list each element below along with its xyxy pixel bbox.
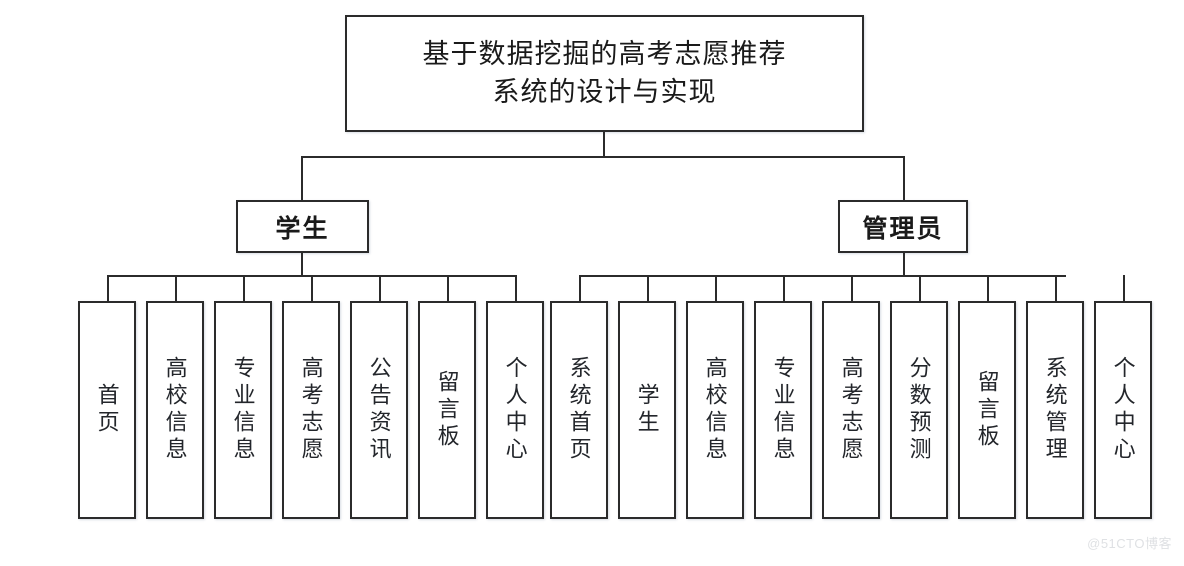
connector-leg-student-3 [243, 275, 245, 302]
leaf-node-student-1-label: 首页 [94, 383, 120, 437]
role-node-student-label: 学生 [275, 215, 330, 243]
connector-leg-admin-2 [647, 275, 649, 302]
leaf-node-student-4-label: 高考志愿 [298, 356, 324, 464]
leaf-node-admin-2-label: 学生 [634, 383, 660, 437]
connector-leg-student-7 [515, 275, 517, 302]
connector-leg-admin-9 [1123, 275, 1125, 302]
leaf-node-admin-1-label: 系统首页 [566, 356, 592, 464]
leaf-node-student-6: 留言板 [418, 301, 476, 519]
connector-leg-admin-7 [987, 275, 989, 302]
role-node-student: 学生 [236, 200, 369, 253]
leaf-node-student-6-label: 留言板 [434, 369, 460, 451]
connector-leg-student-2 [175, 275, 177, 302]
leaf-node-admin-1: 系统首页 [550, 301, 608, 519]
connector-leg-admin-5 [851, 275, 853, 302]
connector-leg-admin-3 [715, 275, 717, 302]
connector-leg-admin-1 [579, 275, 581, 302]
connector-root-stem [603, 132, 605, 157]
leaf-node-student-2-label: 高校信息 [162, 356, 188, 464]
leaf-node-student-2: 高校信息 [146, 301, 204, 519]
leaf-node-admin-5: 高考志愿 [822, 301, 880, 519]
connector-leg-student-6 [447, 275, 449, 302]
connector-leg-admin-8 [1055, 275, 1057, 302]
root-node-system-title: 基于数据挖掘的高考志愿推荐 系统的设计与实现 [345, 15, 864, 132]
leaf-node-student-7-label: 个人中心 [502, 356, 528, 464]
connector-admin-bus [579, 275, 1066, 277]
connector-root-bus [301, 156, 905, 158]
leaf-node-admin-6: 分数预测 [890, 301, 948, 519]
connector-leg-admin-6 [919, 275, 921, 302]
connector-bus-to-student [301, 156, 303, 201]
root-node-label: 基于数据挖掘的高考志愿推荐 系统的设计与实现 [422, 39, 787, 107]
leaf-node-student-5: 公告资讯 [350, 301, 408, 519]
role-node-admin-label: 管理员 [862, 215, 944, 243]
leaf-node-admin-8: 系统管理 [1026, 301, 1084, 519]
connector-student-stem [301, 253, 303, 276]
leaf-node-admin-7: 留言板 [958, 301, 1016, 519]
leaf-node-student-7: 个人中心 [486, 301, 544, 519]
leaf-node-admin-3-label: 高校信息 [702, 356, 728, 464]
leaf-node-admin-8-label: 系统管理 [1042, 356, 1068, 464]
leaf-node-student-3-label: 专业信息 [230, 356, 256, 464]
leaf-node-student-3: 专业信息 [214, 301, 272, 519]
connector-bus-to-admin [903, 156, 905, 201]
leaf-node-student-5-label: 公告资讯 [366, 356, 392, 464]
leaf-node-admin-2: 学生 [618, 301, 676, 519]
connector-leg-student-1 [107, 275, 109, 302]
connector-leg-student-4 [311, 275, 313, 302]
role-node-admin: 管理员 [838, 200, 968, 253]
connector-leg-student-5 [379, 275, 381, 302]
connector-leg-admin-4 [783, 275, 785, 302]
leaf-node-student-1: 首页 [78, 301, 136, 519]
leaf-node-admin-4-label: 专业信息 [770, 356, 796, 464]
connector-admin-stem [903, 253, 905, 276]
leaf-node-student-4: 高考志愿 [282, 301, 340, 519]
leaf-node-admin-4: 专业信息 [754, 301, 812, 519]
leaf-node-admin-9: 个人中心 [1094, 301, 1152, 519]
leaf-node-admin-7-label: 留言板 [974, 369, 1000, 451]
leaf-node-admin-3: 高校信息 [686, 301, 744, 519]
leaf-node-admin-5-label: 高考志愿 [838, 356, 864, 464]
leaf-node-admin-9-label: 个人中心 [1110, 356, 1136, 464]
leaf-node-admin-6-label: 分数预测 [906, 356, 932, 464]
watermark-label: @51CTO博客 [1087, 536, 1172, 551]
